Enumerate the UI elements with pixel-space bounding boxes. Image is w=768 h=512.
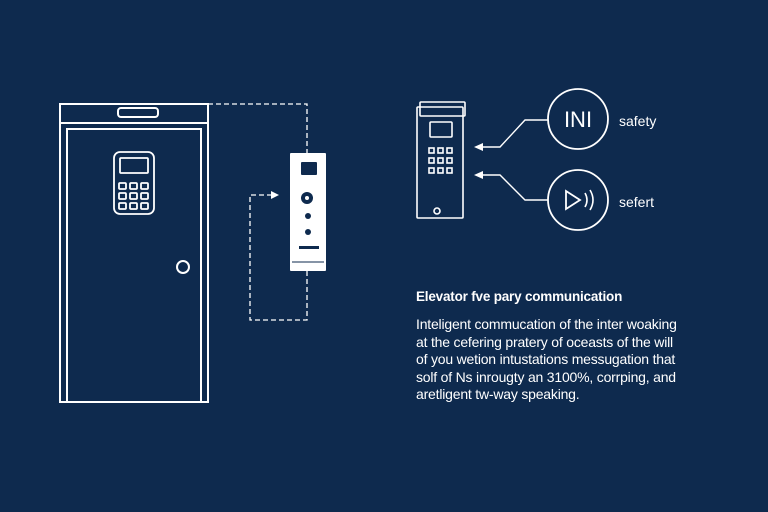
intercom-badge-glyph: INI [564, 107, 592, 132]
safety-label: safety [619, 113, 657, 129]
description-title: Elevator fve pary communication [416, 289, 623, 304]
door-frame-outer [59, 103, 209, 403]
speaker-play-icon [547, 169, 609, 231]
icon-to-device-arrows [481, 119, 548, 201]
description-line: of you wetion intustations messugation t… [416, 351, 676, 367]
description-line: at the cefering pratery of oceasts of th… [416, 333, 673, 350]
door-panel-connector [208, 103, 308, 321]
wall-intercom-panel [290, 153, 326, 271]
elevator-door [59, 103, 209, 403]
door-top-handle [117, 107, 159, 118]
car-operating-panel [416, 101, 466, 219]
arrowhead-bottom [474, 171, 483, 179]
description-line: solf of Ns inrougty an 3100%, corrping, … [416, 368, 676, 385]
description-body: Inteligent commucation of the inter woak… [416, 316, 736, 404]
intercom-badge-icon: INI [547, 88, 609, 150]
door-panel [66, 128, 202, 403]
arrowhead-top [474, 143, 483, 151]
sefert-label: sefert [619, 194, 655, 210]
description-line: Inteligent commucation of the inter woak… [416, 316, 677, 332]
door-knob [176, 260, 190, 274]
connector-arrowhead [271, 191, 279, 199]
description-line: aretligent tw-way speaking. [416, 386, 580, 402]
door-keypad-icon [113, 151, 155, 215]
